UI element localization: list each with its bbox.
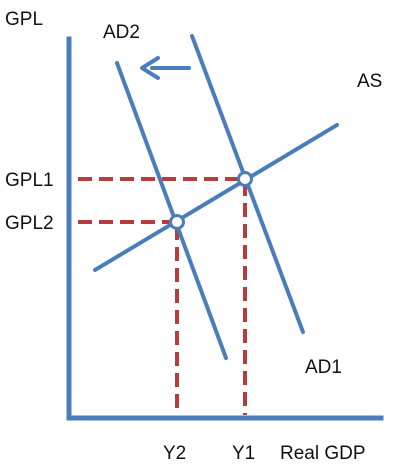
leftward-shift-arrow-icon xyxy=(140,56,191,80)
y-axis-label: GPL xyxy=(5,9,43,30)
ad2-label: AD2 xyxy=(103,22,140,43)
ad1-label: AD1 xyxy=(305,357,342,378)
equilibrium-point-1 xyxy=(237,171,253,187)
as-curve xyxy=(93,123,339,272)
gpl2-label: GPL2 xyxy=(5,213,54,234)
ad2-curve xyxy=(115,61,228,360)
y1-label: Y1 xyxy=(232,443,255,464)
gpl1-label: GPL1 xyxy=(5,170,54,191)
as-label: AS xyxy=(357,71,382,92)
x-axis-label: Real GDP xyxy=(280,443,366,464)
equilibrium-point-2 xyxy=(169,214,185,230)
y2-label: Y2 xyxy=(163,443,186,464)
